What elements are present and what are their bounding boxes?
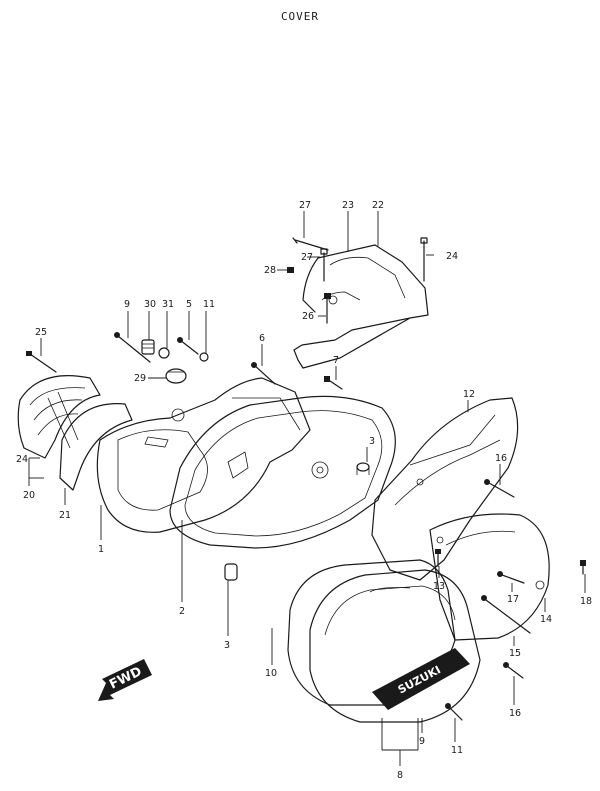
bolt-18 bbox=[580, 560, 586, 575]
washer-7 bbox=[199, 352, 209, 362]
bolt-15 bbox=[481, 595, 531, 634]
callout-29: 29 bbox=[134, 373, 146, 384]
callout-22: 25 bbox=[35, 327, 47, 338]
screw-22 bbox=[26, 351, 57, 373]
fwd-arrow-icon: FWD bbox=[98, 659, 152, 701]
bolt-13 bbox=[435, 549, 441, 567]
callout-1: 1 bbox=[98, 544, 104, 555]
callout-24: 23 bbox=[342, 200, 354, 211]
bolt-17 bbox=[497, 571, 525, 584]
dowel-3-upper bbox=[356, 462, 370, 475]
cap-29 bbox=[165, 368, 187, 384]
bolt-16-lower bbox=[503, 662, 524, 679]
bolt-25 bbox=[420, 237, 428, 282]
washer-31 bbox=[158, 347, 170, 359]
callout-16a: 16 bbox=[495, 453, 507, 464]
part-8-outer-cover bbox=[309, 569, 481, 723]
callout-labels: 27 23 22 27 24 28 26 9 30 31 5 11 25 29 … bbox=[16, 200, 592, 781]
callout-9: 9 bbox=[419, 736, 425, 747]
part-1-magneto-cover bbox=[96, 377, 311, 533]
callout-7: 11 bbox=[203, 299, 215, 310]
part-12-clutch-cover bbox=[371, 397, 519, 581]
dowel-3-lower bbox=[224, 563, 238, 581]
callout-2: 2 bbox=[179, 606, 185, 617]
screw-5-a bbox=[177, 337, 199, 355]
callout-15: 15 bbox=[509, 648, 521, 659]
callout-27a: 27 bbox=[299, 200, 311, 211]
bolt-27-a bbox=[292, 237, 329, 251]
callout-11: 11 bbox=[451, 745, 463, 756]
callout-13: 13 bbox=[433, 581, 445, 592]
part-14-clutch-housing bbox=[429, 513, 550, 641]
part-2-gasket bbox=[169, 395, 396, 549]
suzuki-logo-plate: SUZUKI bbox=[372, 648, 470, 710]
callout-28: 28 bbox=[264, 265, 276, 276]
part-21-gasket bbox=[59, 403, 133, 491]
screw-4 bbox=[114, 332, 151, 363]
callout-23: 22 bbox=[372, 200, 384, 211]
callout-30: 30 bbox=[144, 299, 156, 310]
callout-27b: 27 bbox=[301, 252, 313, 263]
leader-lines bbox=[28, 211, 586, 766]
bolt-16-upper bbox=[484, 479, 515, 498]
callout-26: 26 bbox=[302, 311, 314, 322]
screw-6 bbox=[324, 376, 343, 390]
nut-28 bbox=[287, 267, 294, 273]
callout-20: 24 bbox=[16, 454, 28, 465]
callout-8: 8 bbox=[397, 770, 403, 781]
bolt-26 bbox=[324, 293, 331, 324]
callout-18: 18 bbox=[580, 596, 592, 607]
callout-16b: 16 bbox=[509, 708, 521, 719]
diagram-title: COVER bbox=[280, 10, 320, 23]
part-20-cap bbox=[17, 375, 101, 459]
bolt-27-b bbox=[320, 248, 328, 282]
callout-12: 12 bbox=[463, 389, 475, 400]
callout-3a: 3 bbox=[369, 436, 375, 447]
part-10-gasket bbox=[287, 559, 456, 706]
callout-14: 14 bbox=[540, 614, 552, 625]
screw-5-b bbox=[251, 362, 276, 385]
part-23-outer-cover bbox=[293, 244, 429, 369]
callout-31: 31 bbox=[162, 299, 174, 310]
callout-10: 10 bbox=[265, 668, 277, 679]
callout-21: 21 bbox=[59, 510, 71, 521]
callout-6: 7 bbox=[333, 355, 339, 366]
callout-17: 17 bbox=[507, 594, 519, 605]
callout-3b: 3 bbox=[224, 640, 230, 651]
callout-19: 20 bbox=[23, 490, 35, 501]
bolt-11 bbox=[445, 703, 463, 721]
plug-30 bbox=[141, 339, 155, 355]
callout-5b: 6 bbox=[259, 333, 265, 344]
callout-25: 24 bbox=[446, 251, 458, 262]
callout-4: 9 bbox=[124, 299, 130, 310]
callout-5a: 5 bbox=[186, 299, 192, 310]
